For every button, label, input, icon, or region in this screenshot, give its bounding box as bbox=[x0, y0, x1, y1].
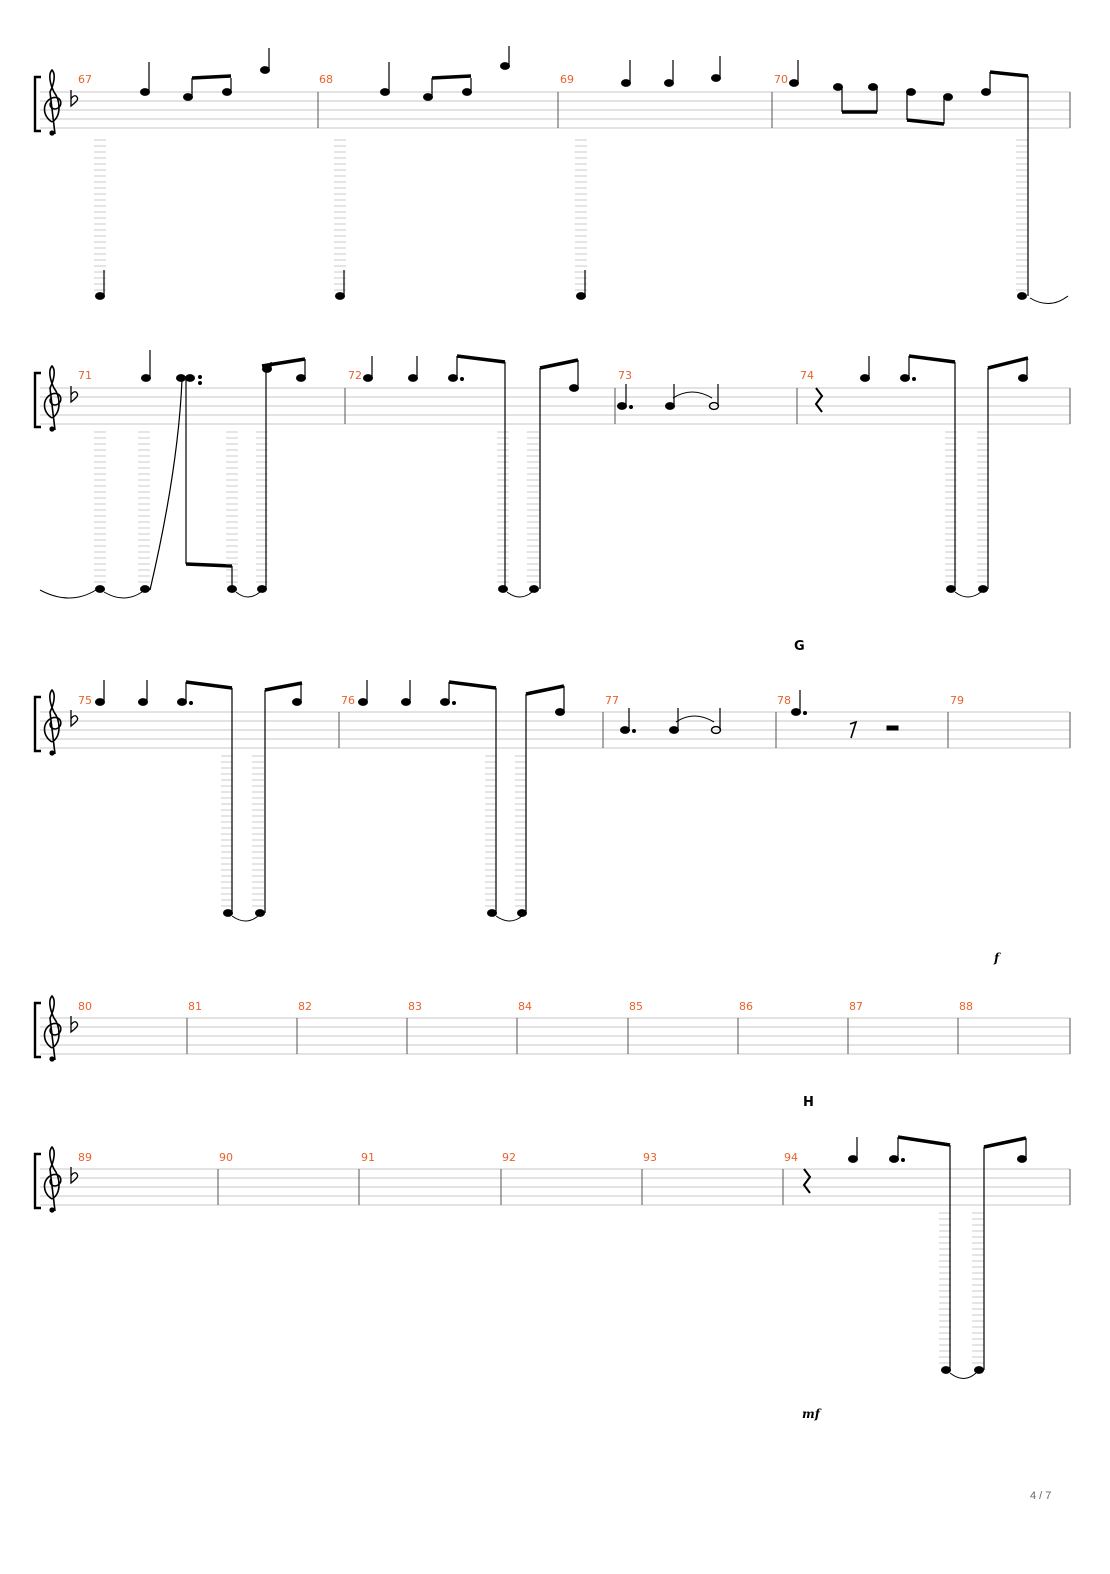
staff-lines bbox=[40, 91, 1070, 129]
barlines bbox=[217, 1169, 1071, 1205]
treble-clef-icon bbox=[43, 689, 62, 757]
measure-number: 89 bbox=[78, 1151, 92, 1164]
treble-clef-icon bbox=[43, 69, 62, 137]
measure-number: 67 bbox=[78, 73, 92, 86]
measure-number: 90 bbox=[219, 1151, 233, 1164]
measure-number: 76 bbox=[341, 694, 355, 707]
treble-clef-icon bbox=[43, 365, 62, 433]
measure-number: 75 bbox=[78, 694, 92, 707]
ledger-stacks bbox=[221, 755, 527, 907]
system-1: 67 68 69 70 bbox=[33, 46, 1071, 304]
measure-number: 93 bbox=[643, 1151, 657, 1164]
low-notes bbox=[223, 688, 527, 922]
measure-number: 94 bbox=[784, 1151, 798, 1164]
rehearsal-mark: H bbox=[803, 1095, 814, 1110]
measure-number: 79 bbox=[950, 694, 964, 707]
system-5: H 89 90 91 92 93 94 bbox=[33, 1095, 1071, 1421]
measure-number: 69 bbox=[560, 73, 574, 86]
barlines bbox=[338, 712, 1071, 748]
barlines bbox=[186, 1018, 1071, 1054]
measure-number: 71 bbox=[78, 369, 92, 382]
staff-lines bbox=[40, 1168, 1070, 1206]
dynamic-marking: f bbox=[993, 951, 1001, 965]
flat-icon bbox=[70, 1015, 79, 1033]
treble-clef-icon bbox=[43, 1146, 62, 1214]
dynamic-marking: mf bbox=[802, 1407, 822, 1421]
ledger-stacks bbox=[94, 431, 989, 583]
measure-number: 73 bbox=[618, 369, 632, 382]
ledger-stacks bbox=[939, 1212, 984, 1364]
staff-lines bbox=[40, 387, 1070, 425]
measure-number: 70 bbox=[774, 73, 788, 86]
notes bbox=[802, 1135, 1027, 1194]
measure-number: 68 bbox=[319, 73, 333, 86]
barlines bbox=[317, 92, 1071, 128]
measure-number: 87 bbox=[849, 1000, 863, 1013]
measure-number: 83 bbox=[408, 1000, 422, 1013]
low-notes bbox=[39, 362, 989, 599]
measure-number: 78 bbox=[777, 694, 791, 707]
measure-number: 88 bbox=[959, 1000, 973, 1013]
measure-number: 77 bbox=[605, 694, 619, 707]
notes bbox=[95, 680, 899, 739]
treble-clef-icon bbox=[43, 995, 62, 1063]
low-notes bbox=[95, 76, 1069, 304]
measure-number: 92 bbox=[502, 1151, 516, 1164]
system-4: 80 81 82 83 84 85 86 87 88 bbox=[33, 995, 1071, 1063]
staff-lines bbox=[40, 711, 1070, 749]
notes bbox=[140, 46, 1029, 126]
page-number: 4 / 7 bbox=[1030, 1490, 1052, 1502]
measure-number: 86 bbox=[739, 1000, 753, 1013]
measure-number: 84 bbox=[518, 1000, 532, 1013]
measure-number: 82 bbox=[298, 1000, 312, 1013]
flat-icon bbox=[70, 709, 79, 727]
measure-number: 80 bbox=[78, 1000, 92, 1013]
low-notes bbox=[941, 1145, 985, 1379]
measure-number: 72 bbox=[348, 369, 362, 382]
notes bbox=[141, 350, 1029, 591]
system-3: G 75 76 77 78 79 bbox=[33, 639, 1071, 965]
ledger-stacks bbox=[94, 139, 1028, 291]
measure-number: 74 bbox=[800, 369, 814, 382]
measure-number: 81 bbox=[188, 1000, 202, 1013]
system-2: 71 72 73 74 bbox=[33, 350, 1071, 599]
barlines bbox=[344, 388, 1071, 424]
staff-lines bbox=[40, 1017, 1070, 1055]
rehearsal-mark: G bbox=[794, 639, 805, 654]
measure-number: 85 bbox=[629, 1000, 643, 1013]
measure-number: 91 bbox=[361, 1151, 375, 1164]
